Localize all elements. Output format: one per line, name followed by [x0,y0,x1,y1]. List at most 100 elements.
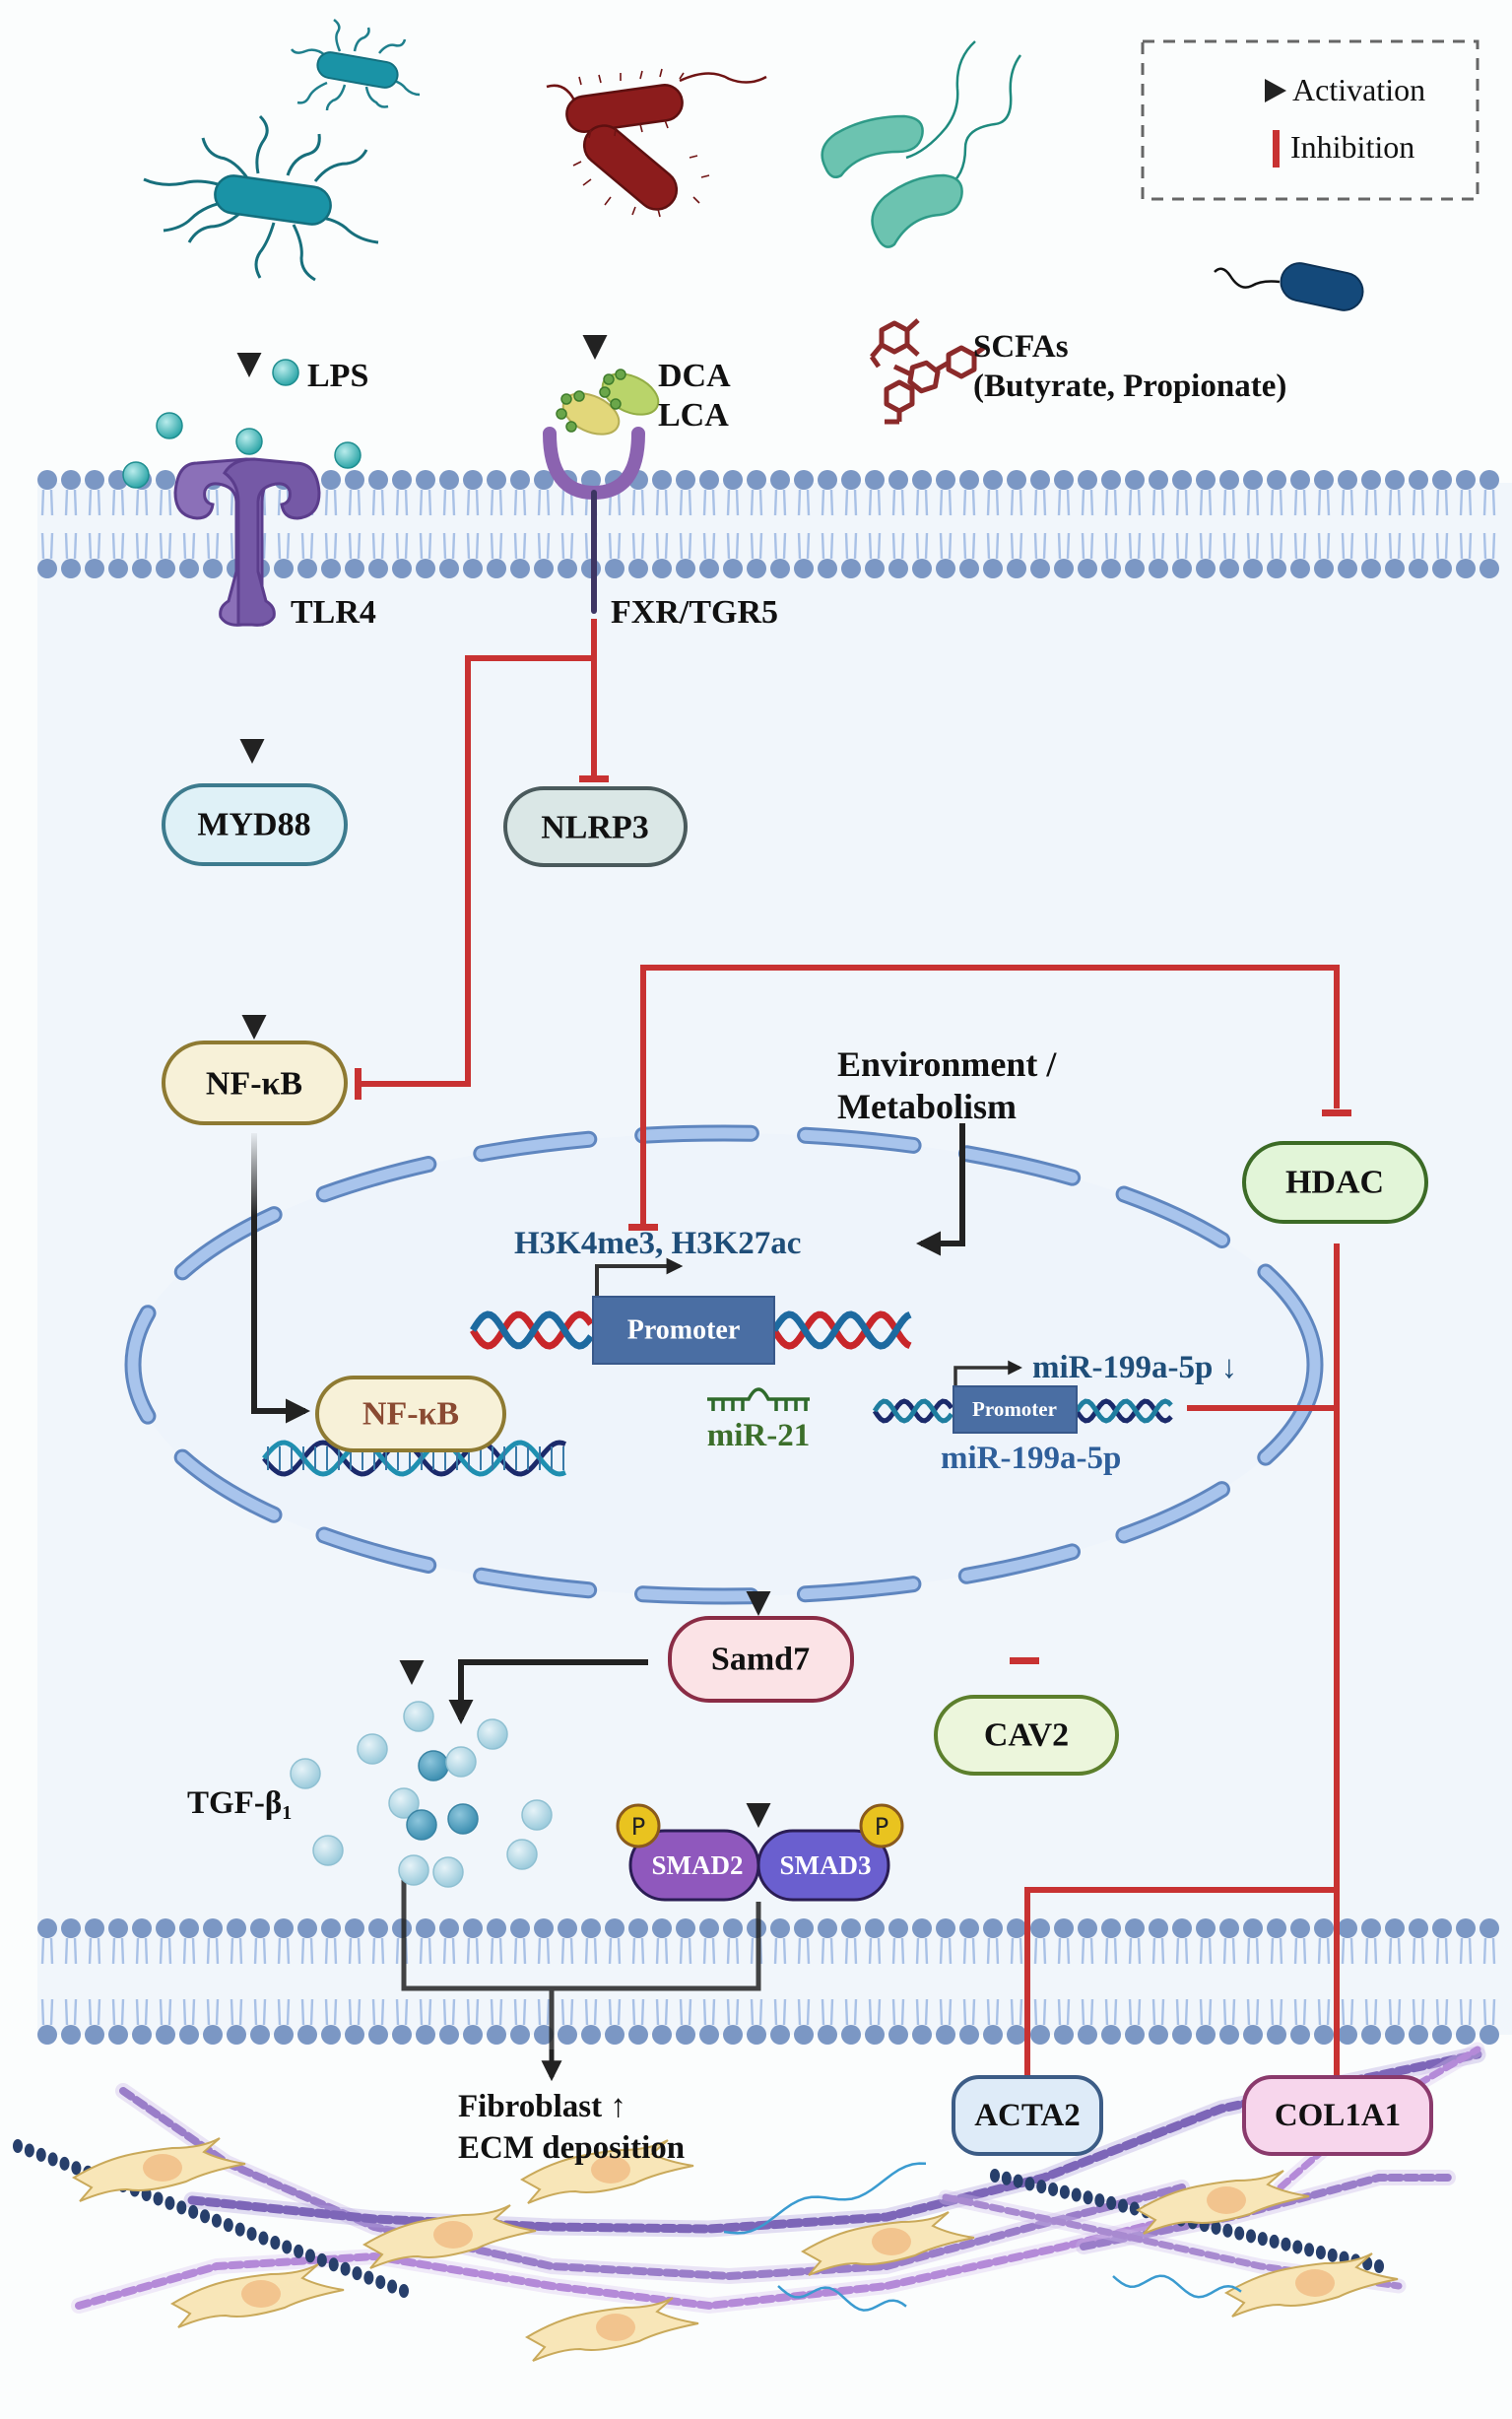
lipid-head [770,1918,790,1938]
smad2-smad3-complex[interactable]: SMAD2 SMAD3 P P [616,1803,904,1902]
node-nfkb-nuclear-label: NF-κB [362,1396,459,1433]
lipid-tail-upper [750,489,763,516]
bacterium-small-teal-icon [290,19,421,111]
lipid-tail-lower [631,532,645,560]
lipid-head [1267,1918,1286,1938]
lipid-head [1078,470,1097,490]
dna-helix-mir199 [872,1398,1173,1424]
node-hdac[interactable]: HDAC [1242,1141,1428,1224]
lipid-head [274,559,294,578]
lipid-tail-lower [986,532,1000,560]
lipid-tail-lower [1459,532,1473,560]
lipid-head [179,2025,199,2045]
lipid-head [1456,559,1476,578]
lipid-tail-upper [64,489,78,516]
lipid-tail-lower [1435,532,1449,560]
node-acta2[interactable]: ACTA2 [952,2075,1103,2156]
lipid-head [888,2025,908,2045]
lipid-head [1338,1918,1357,1938]
lipid-tail-lower [206,532,220,560]
dna-strand [470,1310,594,1350]
node-col1a1[interactable]: COL1A1 [1242,2075,1433,2156]
lipid-tail-upper [1317,1937,1331,1965]
lipid-head [61,559,81,578]
lipid-head [132,1918,152,1938]
lipid-head [1385,2025,1405,2045]
node-nfkb[interactable]: NF-κB [162,1041,348,1125]
node-samd7[interactable]: Samd7 [668,1616,854,1703]
smad3-label: SMAD3 [780,1850,872,1880]
lipid-tail-lower [1081,532,1094,560]
lipid-head [794,1918,814,1938]
lipid-tail-lower [490,532,503,560]
lipid-head [1432,1918,1452,1938]
lipid-head [558,559,577,578]
lipid-tail-upper [371,1937,385,1965]
fibroblast-nucleus [1207,2186,1246,2214]
lipid-tail-lower [159,532,172,560]
node-acta2-label: ACTA2 [974,2098,1081,2133]
node-samd7-label: Samd7 [711,1642,810,1678]
lipid-tail-lower [395,532,409,560]
inhibition-fxr-to-nfkb [360,655,471,1087]
ecm-bead [1024,2177,1035,2191]
lipid-tail-upper [442,489,456,516]
lipid-tail-lower [111,1998,125,2026]
lipid-head [1196,470,1216,490]
lipid-tail-lower [679,1998,692,2026]
lipid-head [581,1918,601,1938]
bacterium-teal-icon [143,114,379,282]
lipid-tail-lower [655,532,669,560]
ecm-bead [223,2218,233,2233]
lipid-head [1030,559,1050,578]
lipid-tail-upper [1199,489,1213,516]
lipid-head [463,559,483,578]
lipid-tail-lower [1270,532,1283,560]
lipid-head [1101,2025,1121,2045]
lipid-head [227,2025,246,2045]
lipid-head [818,470,837,490]
lipid-tail-upper [159,489,172,516]
lipid-head [487,2025,506,2045]
lipid-tail-upper [915,489,929,516]
lipid-tail-upper [1057,1937,1071,1965]
lipid-tail-lower [135,532,149,560]
lipid-tail-lower [490,1998,503,2026]
lipid-head [1196,1918,1216,1938]
lipid-head [108,559,128,578]
lipid-head [1078,1918,1097,1938]
lipid-head [250,1918,270,1938]
lipid-tail-lower [797,532,811,560]
lipid-head [1125,559,1145,578]
tgfb1-particle [432,1856,464,1888]
lipid-head [1243,470,1263,490]
node-col1a1-label: COL1A1 [1275,2098,1401,2133]
lipid-head [888,559,908,578]
lipid-tail-upper [726,489,740,516]
lipid-tail-upper [419,489,432,516]
lipid-head [345,2025,364,2045]
lipid-tail-lower [631,1998,645,2026]
node-myd88[interactable]: MYD88 [162,783,348,866]
lps-particle [272,359,299,386]
lipid-tail-lower [466,532,480,560]
lipid-head [1267,470,1286,490]
node-cav2[interactable]: CAV2 [934,1695,1119,1776]
lipid-head [392,559,412,578]
lipid-head [297,2025,317,2045]
lipid-head [1219,559,1239,578]
lipid-tail-upper [419,1937,432,1965]
lipid-head [1432,559,1452,578]
node-nlrp3[interactable]: NLRP3 [503,786,688,867]
legend-inhibition-bar [1273,130,1280,168]
lipid-tail-lower [230,1998,243,2026]
node-nfkb-nuclear[interactable]: NF-κB [315,1376,506,1452]
lipid-head [581,470,601,490]
lipid-tail-lower [1222,532,1236,560]
arrow-samd7-to-tgfb [448,1659,648,1725]
lipid-tail-upper [88,1937,101,1965]
lipid-head [345,559,364,578]
lipid-tail-lower [939,532,953,560]
lipid-head [368,559,388,578]
promoter-mir199: Promoter [953,1385,1078,1434]
